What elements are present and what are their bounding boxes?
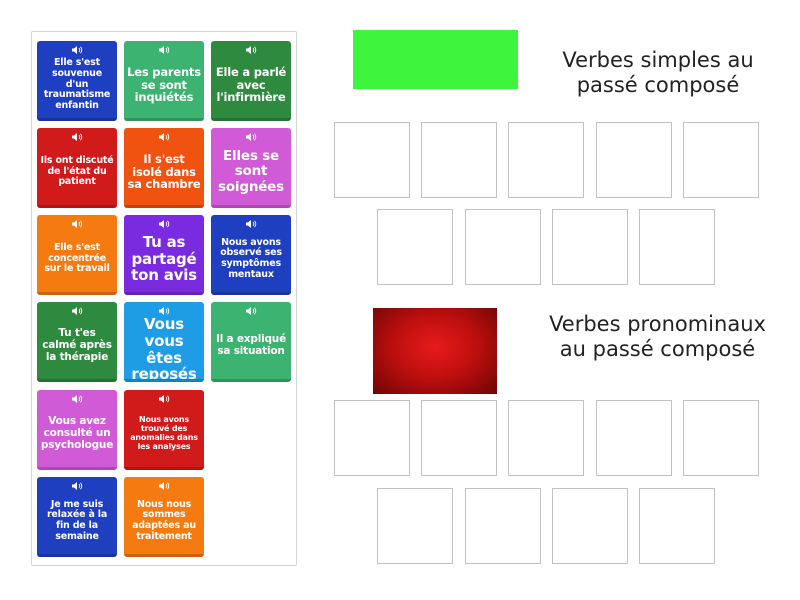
- card-trouve[interactable]: Nous avons trouvé des anomalies dans les…: [124, 390, 204, 470]
- card-label: Vous vous êtes reposés: [131, 315, 197, 382]
- card-souvenue[interactable]: Elle s'est souvenue d'un traumatisme enf…: [37, 41, 117, 121]
- card-parle[interactable]: Elle a parlé avec l'infirmière: [211, 41, 291, 121]
- speaker-icon[interactable]: [71, 45, 83, 55]
- card-label: Ils ont discuté de l'état du patient: [40, 155, 114, 188]
- speaker-icon[interactable]: [158, 45, 170, 55]
- category-2-image: [373, 308, 497, 394]
- card-label: Il a expliqué sa situation: [215, 333, 287, 357]
- speaker-icon[interactable]: [71, 306, 83, 316]
- drop-slot-1-7[interactable]: [465, 209, 541, 285]
- card-label: Vous avez consulté un psychologue: [40, 415, 114, 451]
- drop-slot-2-4[interactable]: [596, 400, 672, 476]
- speaker-icon[interactable]: [245, 132, 257, 142]
- speaker-icon[interactable]: [245, 219, 257, 229]
- card-observe[interactable]: Nous avons observé ses symptômes mentaux: [211, 215, 291, 295]
- speaker-icon[interactable]: [158, 394, 170, 404]
- drop-slot-1-3[interactable]: [508, 122, 584, 198]
- card-label: Elle s'est souvenue d'un traumatisme enf…: [43, 57, 111, 111]
- card-label: Tu as partagé ton avis: [131, 232, 197, 285]
- speaker-icon[interactable]: [71, 481, 83, 491]
- card-adaptees[interactable]: Nous nous sommes adaptées au traitement: [124, 477, 204, 557]
- card-label: Les parents se sont inquiétés: [127, 64, 201, 105]
- drop-slot-1-6[interactable]: [377, 209, 453, 285]
- category-1-title: Verbes simples au passé composé: [562, 48, 754, 97]
- card-discute[interactable]: Ils ont discuté de l'état du patient: [37, 128, 117, 208]
- drop-slot-2-1[interactable]: [334, 400, 410, 476]
- card-partage[interactable]: Tu as partagé ton avis: [124, 215, 204, 295]
- card-calme[interactable]: Tu t'es calmé après la thérapie: [37, 302, 117, 382]
- drop-slot-2-3[interactable]: [508, 400, 584, 476]
- speaker-icon[interactable]: [158, 481, 170, 491]
- card-label: Tu t'es calmé après la thérapie: [42, 327, 112, 363]
- card-reposes[interactable]: Vous vous êtes reposés: [124, 302, 204, 382]
- card-isole[interactable]: Il s'est isolé dans sa chambre: [124, 128, 204, 208]
- card-label: Il s'est isolé dans sa chambre: [127, 151, 201, 192]
- card-label: Elles se sont soignées: [218, 148, 284, 195]
- drop-slot-2-6[interactable]: [377, 488, 453, 564]
- card-concentree[interactable]: Elle s'est concentrée sur le travail: [37, 215, 117, 295]
- category-2-title: Verbes pronominaux au passé composé: [549, 312, 766, 361]
- drop-slot-2-7[interactable]: [465, 488, 541, 564]
- drop-slot-2-9[interactable]: [639, 488, 715, 564]
- speaker-icon[interactable]: [245, 306, 257, 316]
- speaker-icon[interactable]: [245, 45, 257, 55]
- card-label: Nous nous sommes adaptées au traitement: [132, 498, 196, 542]
- card-consulte[interactable]: Vous avez consulté un psychologue: [37, 390, 117, 470]
- card-inquietes[interactable]: Les parents se sont inquiétés: [124, 41, 204, 121]
- speaker-icon[interactable]: [158, 219, 170, 229]
- speaker-icon[interactable]: [158, 306, 170, 316]
- card-label: Je me suis relaxée à la fin de la semain…: [46, 498, 108, 542]
- drop-slot-1-5[interactable]: [683, 122, 759, 198]
- card-relaxee[interactable]: Je me suis relaxée à la fin de la semain…: [37, 477, 117, 557]
- card-soignees[interactable]: Elles se sont soignées: [211, 128, 291, 208]
- category-1-image: [353, 30, 518, 89]
- card-label: Nous avons trouvé des anomalies dans les…: [130, 415, 198, 451]
- card-label: Elle a parlé avec l'infirmière: [215, 64, 287, 105]
- card-label: Nous avons observé ses symptômes mentaux: [220, 236, 282, 280]
- speaker-icon[interactable]: [158, 132, 170, 142]
- speaker-icon[interactable]: [71, 394, 83, 404]
- drop-slot-1-4[interactable]: [596, 122, 672, 198]
- drop-slot-1-1[interactable]: [334, 122, 410, 198]
- drop-slot-2-5[interactable]: [683, 400, 759, 476]
- speaker-icon[interactable]: [71, 219, 83, 229]
- speaker-icon[interactable]: [71, 132, 83, 142]
- drop-slot-1-9[interactable]: [639, 209, 715, 285]
- card-label: Elle s'est concentrée sur le travail: [44, 242, 110, 275]
- card-explique[interactable]: Il a expliqué sa situation: [211, 302, 291, 382]
- drop-slot-2-8[interactable]: [552, 488, 628, 564]
- drop-slot-1-2[interactable]: [421, 122, 497, 198]
- drop-slot-2-2[interactable]: [421, 400, 497, 476]
- drop-slot-1-8[interactable]: [552, 209, 628, 285]
